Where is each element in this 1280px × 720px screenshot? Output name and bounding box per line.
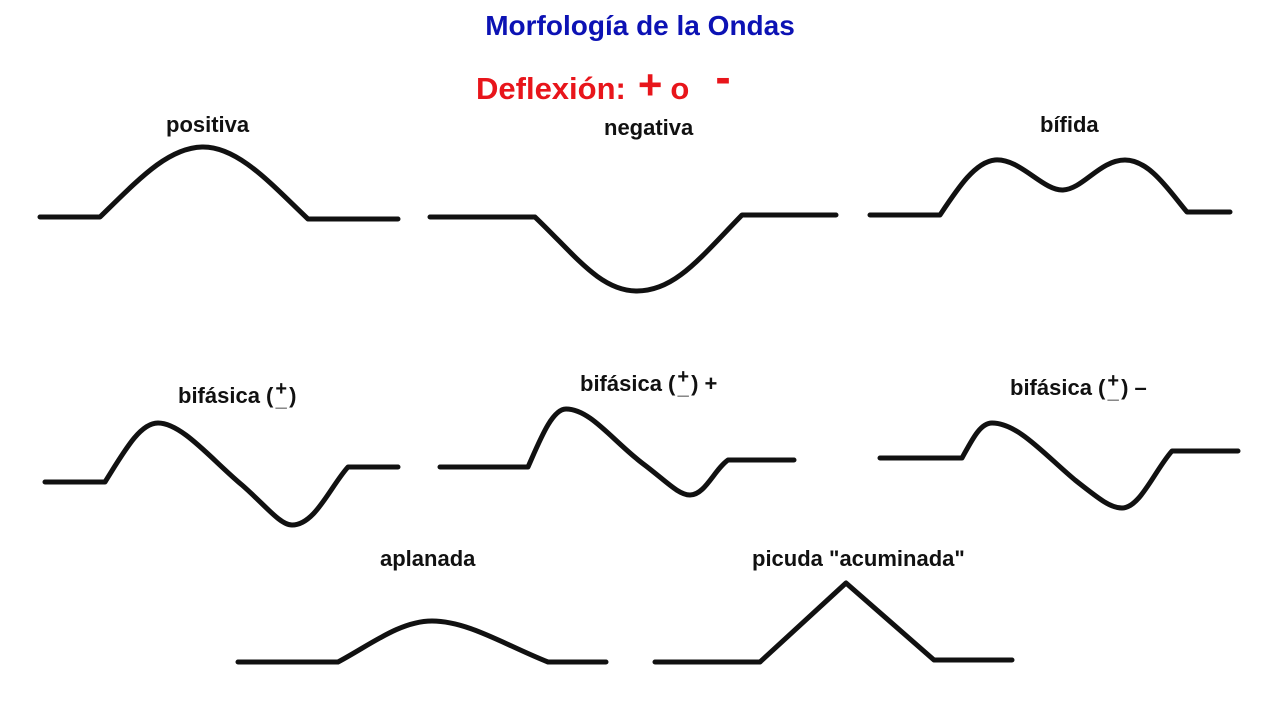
label-bifasica-plus-text: bifásica ( (580, 371, 676, 396)
or-word: o (670, 71, 690, 106)
label-picuda: picuda "acuminada" (752, 546, 965, 571)
sign-plus: + (677, 366, 690, 389)
wave-picuda (652, 580, 1015, 665)
deflection-subtitle: Deflexión: +o- (476, 51, 731, 110)
label-bifasica: bifásica (+_) (178, 378, 297, 412)
wave-negativa (427, 212, 839, 294)
label-bifida: bífida (1040, 112, 1099, 137)
label-bifasica-plus: bifásica (+_) + (580, 366, 718, 400)
sign-minus: _ (677, 377, 689, 400)
sign-minus: _ (275, 389, 287, 412)
page-title: Morfología de la Ondas (485, 10, 795, 41)
label-bifasica-minus-text: bifásica ( (1010, 375, 1106, 400)
label-bifasica-minus-close: ) – (1121, 375, 1147, 400)
plus-minus-sign: +_ (1107, 370, 1120, 404)
label-bifasica-text: bifásica ( (178, 383, 274, 408)
label-bifasica-close: ) (289, 383, 297, 408)
wave-positiva (37, 144, 401, 222)
wave-bifida (867, 157, 1233, 218)
wave-bifasica (42, 420, 401, 528)
plus-sign: + (637, 61, 663, 108)
label-positiva: positiva (166, 112, 250, 137)
deflection-label: Deflexión: (476, 71, 626, 106)
sign-minus: _ (1107, 381, 1119, 404)
wave-aplanada (235, 618, 609, 665)
plus-minus-sign: +_ (275, 378, 288, 412)
label-bifasica-minus: bifásica (+_) – (1010, 370, 1147, 404)
wave-bifasica-minus (877, 420, 1241, 511)
label-negativa: negativa (604, 115, 694, 140)
minus-sign: - (715, 51, 731, 103)
label-bifasica-plus-close: ) + (691, 371, 718, 396)
sign-plus: + (275, 378, 288, 401)
wave-bifasica-plus (437, 406, 797, 498)
plus-minus-sign: +_ (677, 366, 690, 400)
label-aplanada: aplanada (380, 546, 476, 571)
sign-plus: + (1107, 370, 1120, 393)
